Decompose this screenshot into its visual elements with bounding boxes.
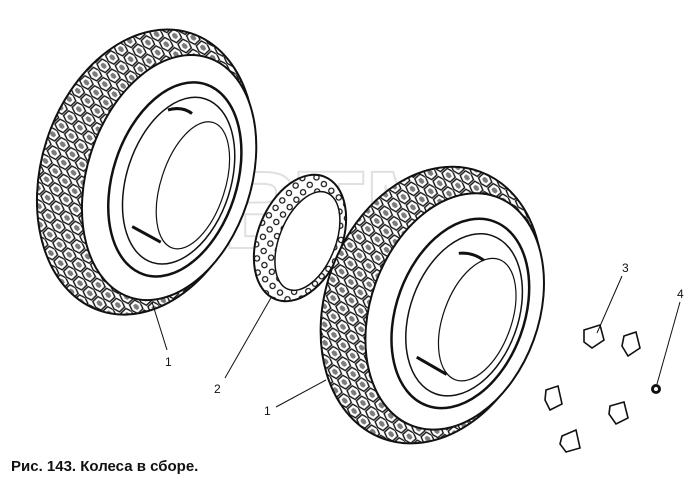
nut-part bbox=[651, 384, 661, 394]
callout-label: 1 bbox=[165, 355, 172, 369]
leader-lines bbox=[151, 275, 681, 408]
clamp-parts bbox=[544, 323, 641, 453]
tire-left bbox=[35, 28, 258, 316]
tire-right bbox=[319, 165, 545, 445]
clamp-part bbox=[621, 330, 641, 358]
clamp-part bbox=[608, 401, 629, 426]
clamp-part bbox=[544, 384, 563, 412]
callout-label: 4 bbox=[677, 287, 684, 301]
callout-label: 1 bbox=[264, 404, 271, 418]
clamp-part bbox=[583, 323, 605, 349]
clamp-part bbox=[559, 428, 581, 453]
callout-label: 2 bbox=[214, 382, 221, 396]
rim-band bbox=[252, 173, 348, 303]
callout-label: 3 bbox=[622, 261, 629, 275]
figure-caption: Рис. 143. Колеса в сборе. bbox=[11, 458, 199, 475]
